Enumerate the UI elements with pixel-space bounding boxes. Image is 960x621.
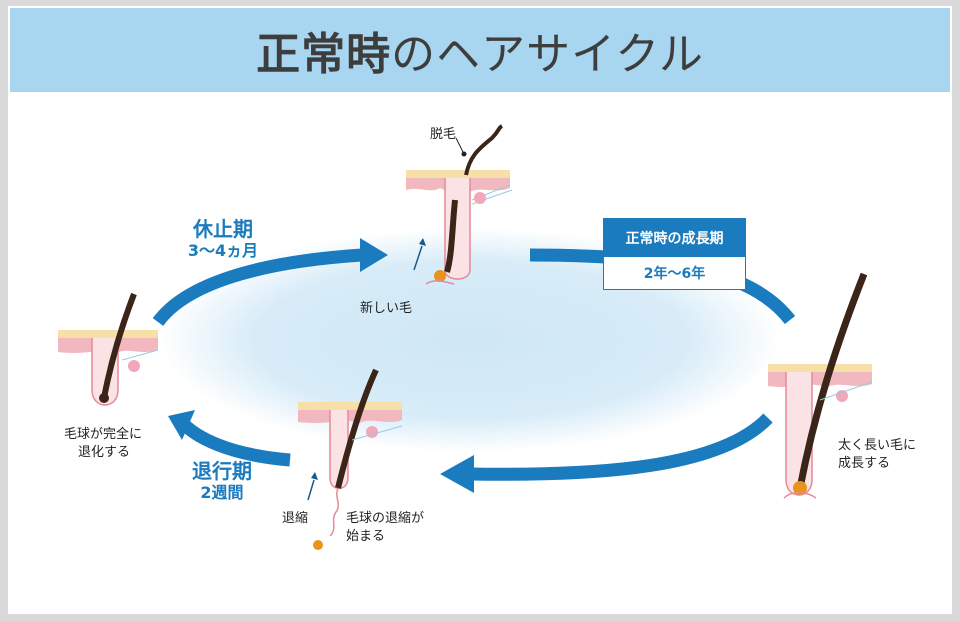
- growth-phase-box: 正常時の成長期 2年〜6年: [603, 218, 746, 290]
- label-bulb-shrink-1: 毛球の退縮が: [346, 511, 425, 526]
- label-shedding: 脱毛: [430, 127, 457, 142]
- growth-phase-name: 正常時の成長期: [604, 219, 745, 257]
- title-rest: のヘアサイクル: [391, 29, 704, 80]
- label-thick-long-2: 成長する: [838, 456, 891, 471]
- phase-resting-duration: 3〜4ヵ月: [187, 241, 259, 260]
- title-bar: [10, 8, 950, 92]
- label-shrink: 退縮: [282, 511, 309, 526]
- label-thick-long-1: 太く長い毛に: [838, 438, 917, 453]
- follicle-new-hair: [406, 124, 513, 285]
- follicle-regression: [298, 368, 403, 550]
- phase-regression-duration: 2週間: [200, 483, 244, 502]
- arrow-resting: [152, 238, 388, 327]
- phase-resting-name: 休止期: [193, 217, 253, 241]
- follicle-resting: [58, 292, 159, 406]
- label-new-hair: 新しい毛: [360, 301, 413, 316]
- arrow-bottom: [440, 413, 773, 493]
- label-bulb-shrink-2: 始まる: [346, 529, 386, 544]
- page-title: 正常時のヘアサイクル: [10, 8, 950, 92]
- label-bulb-regressed-2: 退化する: [78, 445, 131, 460]
- phase-resting: 休止期 3〜4ヵ月: [168, 218, 278, 262]
- label-bulb-regressed-1: 毛球が完全に: [64, 427, 143, 442]
- growth-phase-duration: 2年〜6年: [643, 266, 706, 282]
- arrow-regression: [168, 410, 291, 467]
- phase-regression: 退行期 2週間: [172, 460, 272, 504]
- follicle-growth: [768, 272, 873, 499]
- phase-regression-name: 退行期: [192, 459, 252, 483]
- title-strong: 正常時: [256, 29, 392, 80]
